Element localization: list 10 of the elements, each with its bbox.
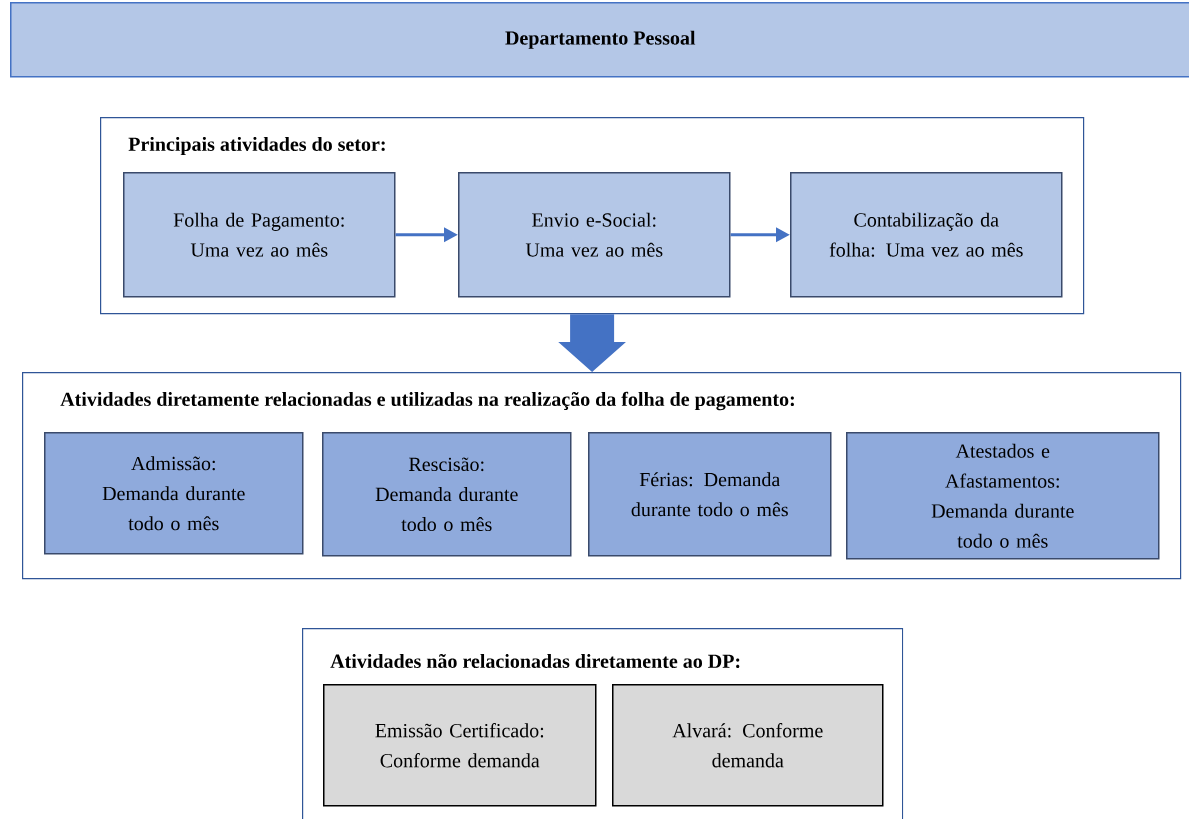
activity-box: Alvará: Conforme demanda (612, 684, 884, 807)
activity-box: Férias: Demanda durante todo o mês (588, 432, 832, 557)
activity-box: Rescisão: Demanda durante todo o mês (322, 432, 572, 557)
activity-box: Emissão Certificado: Conforme demanda (323, 684, 597, 807)
activity-box: Admissão: Demanda durante todo o mês (44, 432, 304, 555)
title-band: Departamento Pessoal (10, 2, 1189, 78)
activity-box: Atestados e Afastamentos: Demanda durante todo o mês (846, 432, 1160, 560)
activity-box: Contabilização da folha: Uma vez ao mês (790, 172, 1063, 298)
activity-box: Envio e-Social: Uma vez ao mês (458, 172, 731, 298)
activity-box: Folha de Pagamento: Uma vez ao mês (123, 172, 396, 298)
